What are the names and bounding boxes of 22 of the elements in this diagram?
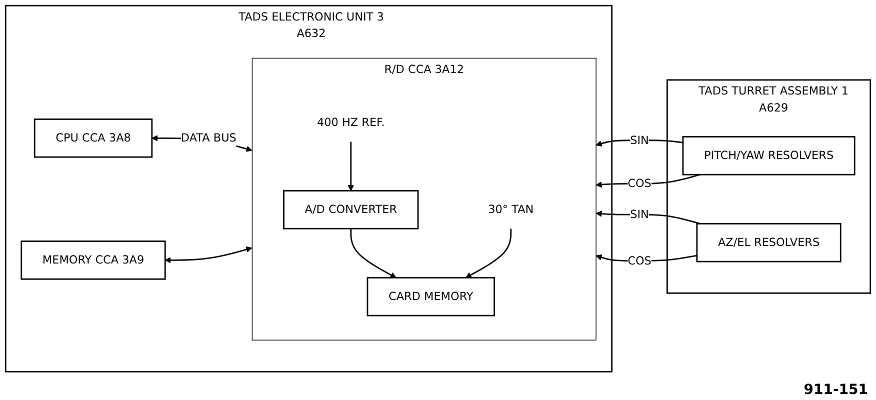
node-box: PITCH/YAW RESOLVERS [682,136,856,176]
arrow [596,140,684,147]
arrow [596,211,700,225]
node-box: AZ/EL RESOLVERS [696,223,842,263]
edge-label: SIN [630,208,649,222]
arrow [465,228,512,278]
arrow [596,174,700,188]
edge-label: COS [628,254,652,268]
edge-label: COS [628,177,652,190]
node-box: CPU CCA 3A8 [34,118,153,158]
node-box: A/D CONVERTER [283,190,419,230]
edge-label: DATA BUS [180,131,236,145]
node-text: 400 HZ REF. [316,116,385,130]
arrow [348,142,354,192]
arrow [350,228,396,278]
node-text: 30° TAN [488,203,534,216]
figure-number: 911-151 [804,382,868,398]
edge-label: SIN [630,134,649,147]
node-box: MEMORY CCA 3A9 [20,240,166,280]
node-box: CARD MEMORY [366,277,495,317]
arrow [596,254,698,262]
arrow [164,246,252,264]
